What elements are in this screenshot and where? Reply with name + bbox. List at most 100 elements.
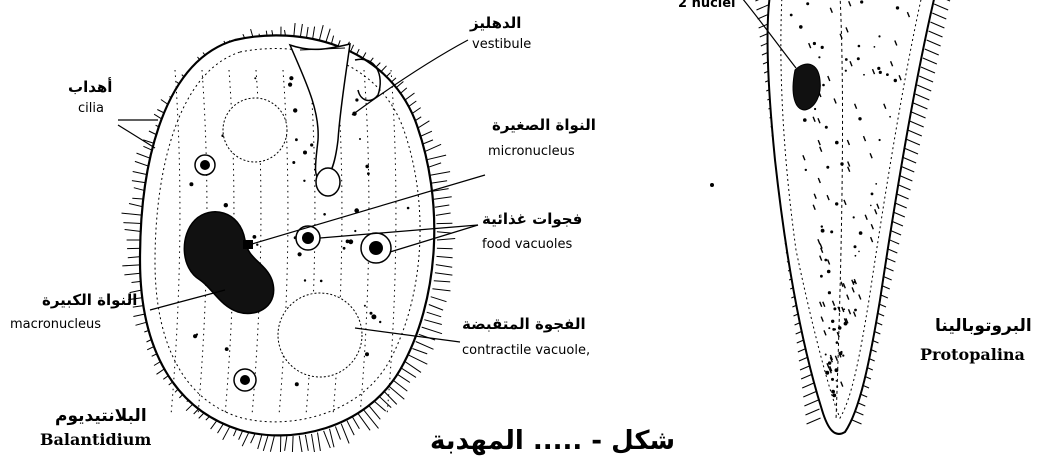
granule (879, 71, 882, 74)
granule (365, 352, 369, 356)
balantidium-label-ar: البلانتيديوم (55, 408, 147, 425)
granule (256, 244, 258, 246)
cilium (401, 368, 416, 377)
granule (836, 386, 838, 388)
granule (826, 166, 829, 169)
cilium (929, 31, 943, 37)
cilium (335, 426, 340, 439)
granule (831, 320, 834, 323)
cilium (374, 401, 386, 411)
granule (860, 0, 863, 3)
granule (827, 270, 831, 274)
granule (854, 309, 857, 312)
cilium (906, 139, 920, 145)
cilium (804, 400, 818, 406)
granule (886, 73, 889, 76)
granule (193, 334, 197, 338)
granule (254, 77, 256, 79)
cilium (353, 417, 360, 429)
vestibule-label-ar: الدهليز (470, 16, 521, 31)
granule (288, 83, 292, 87)
macronucleus-label-en: macronucleus (10, 318, 101, 331)
food-vacuoles-label-en: food vacuoles (482, 238, 572, 251)
cilium (422, 327, 442, 334)
granule (879, 139, 881, 141)
cilium (416, 342, 434, 350)
granule (859, 231, 863, 235)
cilium (437, 232, 452, 233)
granule (858, 117, 861, 120)
granule (790, 14, 793, 17)
cilium (915, 94, 929, 100)
granule (323, 213, 326, 216)
cilium (405, 362, 421, 373)
balantidium-label-en: Balantidium (40, 432, 151, 448)
granule (835, 141, 839, 145)
cilium (902, 157, 916, 163)
macronucleus-label-ar: النواة الكبيرة (42, 293, 137, 308)
protopalina-label-ar: البروتوبالينا (935, 318, 1032, 335)
granule (295, 382, 299, 386)
granule (225, 347, 229, 351)
granule (367, 172, 370, 175)
granule (838, 326, 842, 330)
granule (805, 169, 807, 171)
granule (836, 380, 838, 382)
granule (806, 2, 809, 5)
granule (355, 98, 358, 101)
cilium (330, 429, 335, 447)
granule (822, 84, 825, 87)
cilium (434, 197, 452, 199)
cilium (388, 386, 404, 400)
granule (832, 328, 835, 331)
granule (854, 245, 857, 248)
granule (831, 390, 835, 394)
granule (832, 394, 836, 398)
cilium (923, 58, 937, 64)
granule (224, 203, 228, 207)
granule (855, 255, 857, 257)
cilium (312, 434, 315, 452)
cilium (932, 13, 946, 19)
cilium (424, 320, 442, 325)
granule (836, 341, 839, 344)
cilium (434, 281, 450, 282)
granule (835, 368, 839, 372)
cilium (429, 305, 443, 311)
cilium (908, 130, 922, 136)
cilium (305, 435, 308, 451)
granule (354, 230, 356, 232)
cilium (805, 409, 819, 415)
granule (858, 45, 861, 48)
cilium (393, 380, 407, 391)
cilium (912, 112, 926, 118)
granule (320, 280, 323, 283)
upper-vacuole (223, 98, 287, 162)
granule (840, 351, 842, 353)
granule (298, 252, 302, 256)
granule (292, 161, 295, 164)
granule (833, 307, 836, 310)
protopalina-cell (742, 0, 950, 434)
granule (874, 46, 876, 48)
cilium (934, 4, 948, 10)
contractile-vacuole-label-en: contractile vacuole, (462, 344, 590, 357)
cilium (437, 248, 453, 249)
stray-mark (710, 183, 714, 187)
cilium (369, 406, 381, 420)
granule (359, 138, 361, 140)
cilium (270, 435, 274, 452)
cilium (431, 297, 447, 302)
granule (379, 321, 381, 323)
cilium (437, 239, 455, 241)
cilium (925, 49, 939, 55)
cilium (409, 355, 427, 364)
cilium (431, 181, 447, 184)
micronucleus (243, 240, 253, 249)
granule (831, 378, 834, 381)
cilia-label-ar: أهداب (68, 80, 112, 95)
granule (303, 180, 305, 182)
granule (303, 151, 307, 155)
granule (824, 259, 827, 262)
cilium (285, 436, 287, 451)
